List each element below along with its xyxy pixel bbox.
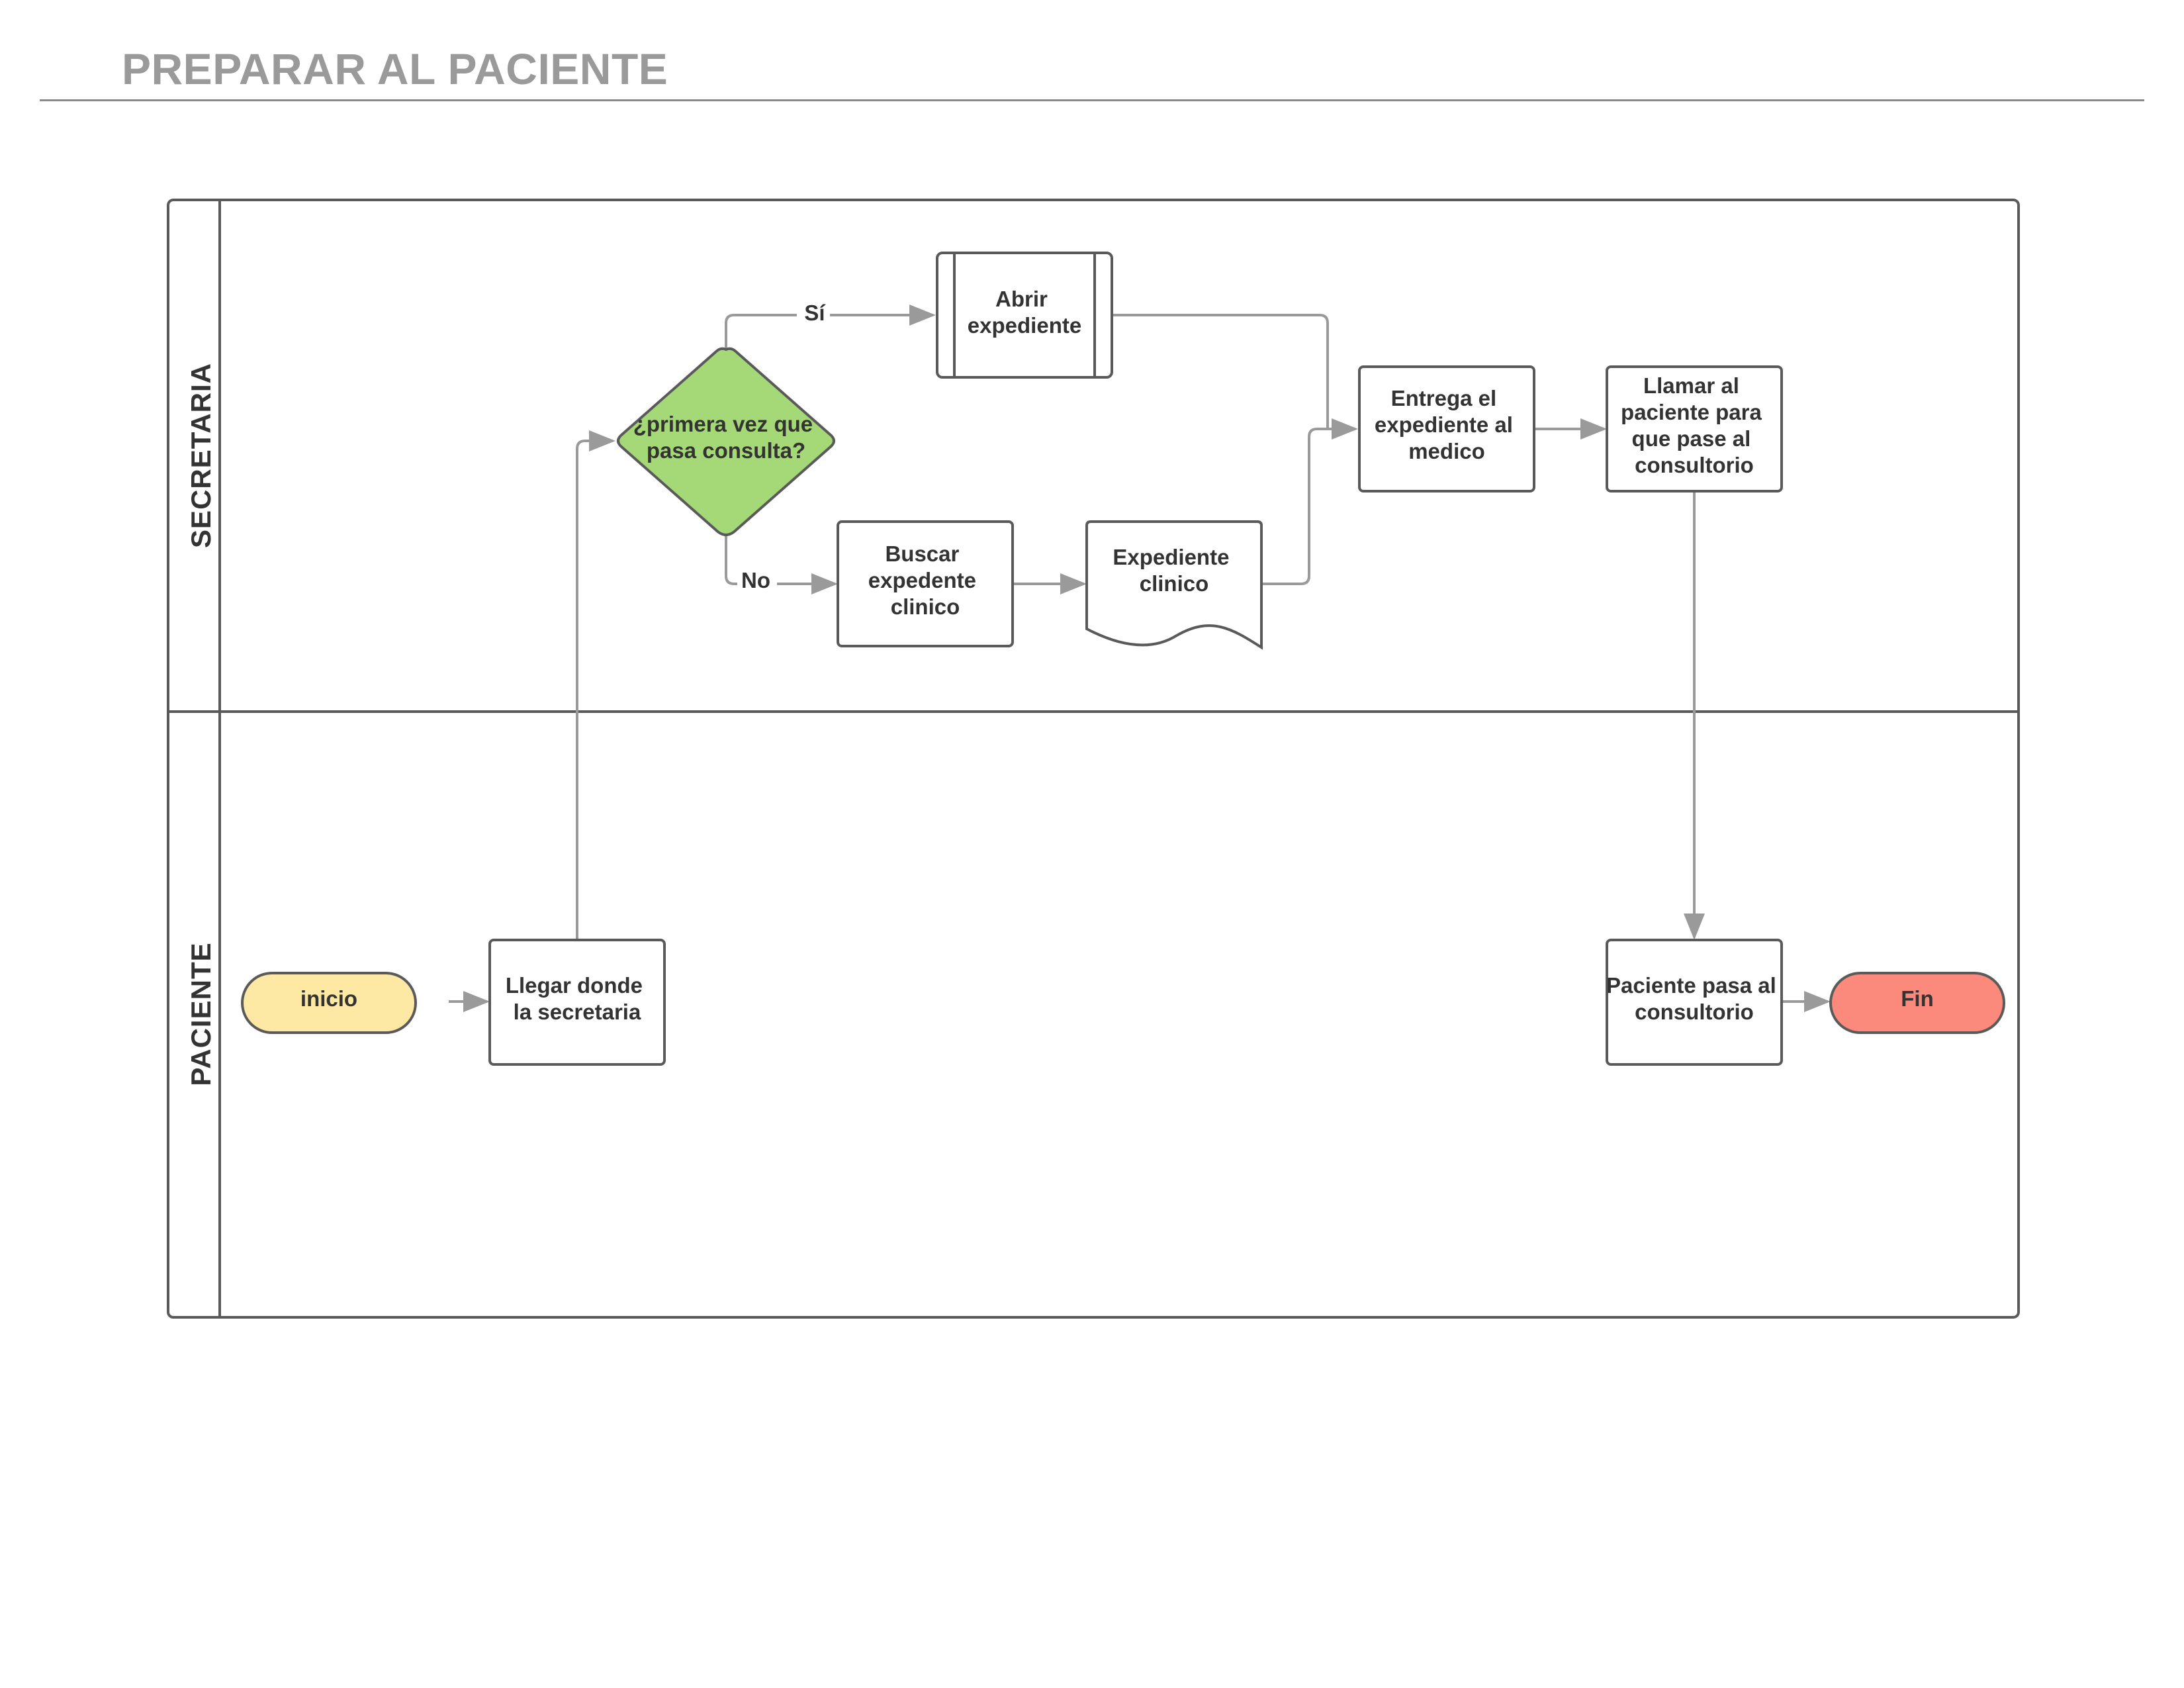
edge-label-yes: Sí — [804, 301, 826, 325]
svg-text:Entrega el expediente al: Entrega el expediente al medico — [1375, 386, 1519, 463]
node-text-line: medico — [1408, 439, 1485, 463]
start-label: inicio — [300, 986, 357, 1011]
node-text-line: paciente para — [1621, 400, 1762, 424]
node-text-line: que pase al — [1632, 426, 1751, 451]
page-title: PREPARAR AL PACIENTE — [122, 44, 668, 93]
node-text-line: expediente al — [1375, 412, 1513, 437]
lane-label-secretaria: SECRETARIA — [185, 363, 216, 548]
node-text-line: clinico — [891, 594, 960, 619]
start-terminator[interactable]: inicio — [241, 972, 417, 1034]
connector-expediente-entrega — [1261, 418, 1358, 585]
process-llamar-paciente[interactable]: Llamar al paciente para que pase al cons… — [1606, 365, 1783, 492]
lane-label-paciente: PACIENTE — [185, 942, 216, 1086]
process-buscar-expediente[interactable]: Buscar expedente clinico — [837, 520, 1014, 647]
node-text-line: Buscar — [885, 541, 959, 566]
node-text-line: expedente — [868, 568, 976, 592]
node-text-line: Llamar al — [1643, 373, 1739, 398]
svg-text:Buscar expedente c: Buscar expedente clinico — [868, 541, 982, 619]
svg-text:Paciente pasa al consult: Paciente pasa al consultorio — [1606, 973, 1782, 1024]
lane-header-secretaria: SECRETARIA — [185, 363, 216, 548]
node-text-line: clinico — [1140, 571, 1209, 596]
svg-text:Expediente clinico: Expediente clinico — [1113, 545, 1235, 596]
subprocess-abrir-expediente[interactable]: Abrir expediente — [936, 252, 1113, 379]
title-divider — [40, 99, 2144, 101]
svg-text:Llegar donde la secretar: Llegar donde la secretaria — [506, 973, 649, 1024]
node-text-line: pasa consulta? — [647, 438, 805, 463]
connector-decision-yes-abrir — [725, 305, 936, 350]
connector-decision-no-buscar — [725, 532, 838, 594]
lane-header-paciente: PACIENTE — [185, 942, 216, 1086]
end-label: Fin — [1901, 986, 1933, 1011]
node-text-line: ¿primera vez que — [633, 412, 813, 436]
node-text-line: Llegar donde — [506, 973, 643, 998]
process-llegar-secretaria[interactable]: Llegar donde la secretaria — [488, 939, 666, 1066]
connector-abrir-entrega — [1112, 314, 1329, 429]
svg-text:Llamar al paciente para: Llamar al paciente para que pase al cons… — [1621, 373, 1768, 477]
node-text-line: Entrega el — [1391, 386, 1497, 410]
node-text-line: Paciente pasa al — [1606, 973, 1776, 998]
connector-llegar-decision — [576, 430, 615, 940]
connectors — [449, 305, 1831, 1012]
document-expediente-clinico[interactable]: Expediente clinico — [1085, 520, 1263, 650]
process-entrega-expediente[interactable]: Entrega el expediente al medico — [1358, 365, 1535, 492]
node-text-line: Abrir — [995, 287, 1048, 311]
process-paciente-pasa[interactable]: Paciente pasa al consultorio — [1606, 939, 1783, 1066]
node-text-line: expediente — [968, 313, 1081, 338]
decision-primera-vez[interactable]: ¿primera vez que pasa consulta? — [617, 347, 835, 537]
svg-text:¿primera vez que pasa co: ¿primera vez que pasa consulta? — [633, 412, 819, 463]
node-text-line: consultorio — [1635, 453, 1754, 477]
svg-text:Abrir expediente: Abrir expediente — [968, 287, 1081, 338]
node-text-line: Expediente — [1113, 545, 1229, 569]
node-text-line: la secretaria — [514, 1000, 641, 1024]
end-terminator[interactable]: Fin — [1829, 972, 2005, 1034]
edge-label-no: No — [741, 568, 770, 592]
node-text-line: consultorio — [1635, 1000, 1754, 1024]
